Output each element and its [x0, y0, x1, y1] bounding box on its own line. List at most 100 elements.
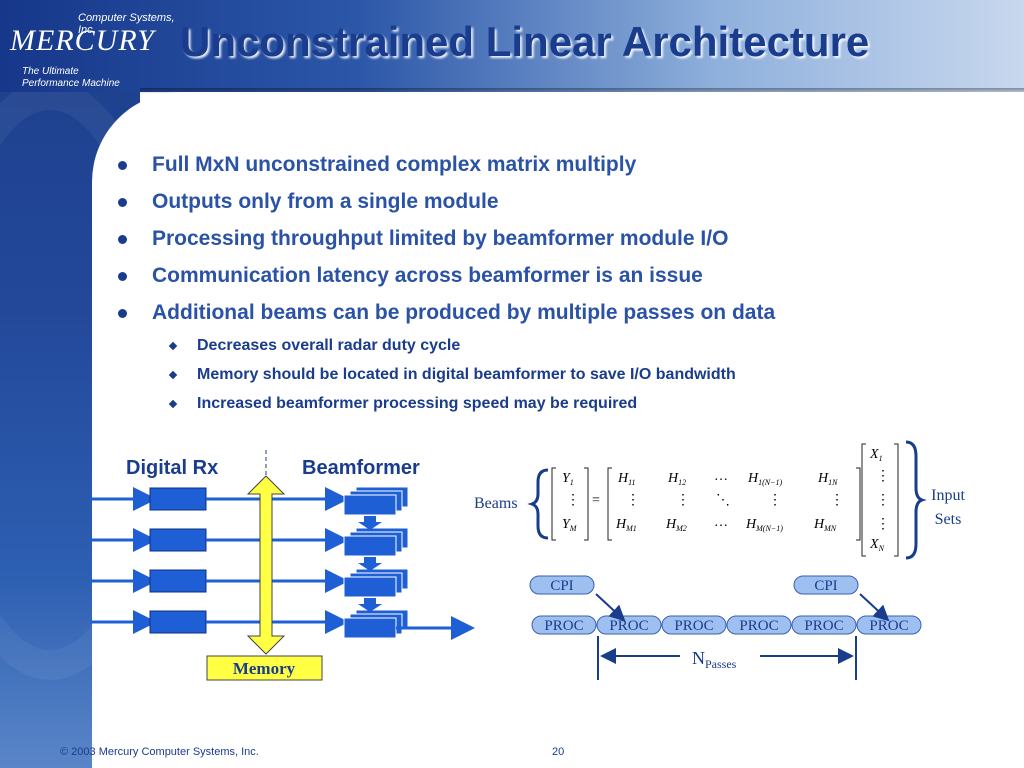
proc-layer: PROC PROC PROC PROC PROC PROC [531, 615, 922, 635]
bullet-item: Outputs only from a single module [110, 187, 990, 224]
diamond-bullet-icon [168, 399, 178, 409]
logo-company-text: Computer Systems, Inc. [78, 12, 175, 36]
bullet-text: Outputs only from a single module [152, 190, 499, 213]
input-label-line2: Sets [935, 511, 962, 528]
vdots: ⋮ [768, 493, 782, 508]
slide-title: Unconstrained Linear Architecture [180, 18, 870, 65]
left-brace [527, 468, 549, 540]
banner-shadow [140, 88, 1024, 94]
h11: H11 [617, 471, 636, 487]
beamformer-module [343, 486, 409, 516]
footer-copyright: © 2003 Mercury Computer Systems, Inc. [60, 746, 259, 758]
hmn: HMN [813, 517, 837, 533]
cpi-arrow [859, 593, 890, 622]
proc-label: PROC [739, 618, 778, 634]
hm1: HM1 [615, 517, 637, 533]
logo-tagline-line2: Performance Machine [22, 78, 120, 89]
architecture-diagram: Digital Rx Beamformer [90, 450, 475, 681]
hdots: … [714, 469, 728, 484]
bullet-item: Processing throughput limited by beamfor… [110, 224, 990, 261]
proc-label: PROC [674, 618, 713, 634]
memory-bus-arrow [246, 475, 286, 655]
bullet-item: Additional beams can be produced by mult… [110, 298, 990, 335]
beamformer-module [343, 527, 409, 557]
y-bottom: YM [562, 517, 578, 533]
bullet-text: Full MxN unconstrained complex matrix mu… [152, 153, 637, 176]
bullet-dot-icon [118, 309, 127, 318]
memory-label: Memory [233, 659, 296, 678]
hm2: HM2 [665, 517, 687, 533]
bullet-item: Communication latency across beamformer … [110, 261, 990, 298]
sub-bullet-item: Decreases overall radar duty cycle [110, 335, 990, 364]
sub-bullet-text: Decreases overall radar duty cycle [197, 337, 461, 354]
rx-channel [90, 528, 349, 552]
down-arrow-icon [358, 557, 382, 571]
vdots: ⋮ [876, 493, 890, 508]
beams-label: Beams [474, 495, 518, 512]
digital-rx-label: Digital Rx [126, 457, 218, 479]
h1n1: H1(N−1) [747, 471, 783, 487]
cpi-box: CPI [529, 575, 595, 595]
bullet-list: Full MxN unconstrained complex matrix mu… [110, 150, 990, 422]
vdots: ⋮ [676, 493, 690, 508]
vdots: ⋮ [876, 469, 890, 484]
down-arrow-icon [358, 598, 382, 612]
bullet-text: Additional beams can be produced by mult… [152, 301, 776, 324]
bullet-text: Processing throughput limited by beamfor… [152, 227, 729, 250]
ddots: ⋱ [716, 493, 730, 508]
h12: H12 [667, 471, 686, 487]
y-top: Y1 [562, 471, 574, 487]
vdots: ⋮ [626, 493, 640, 508]
proc-label: PROC [609, 618, 648, 634]
content-area [92, 92, 1024, 768]
proc-box: PROC [791, 615, 857, 635]
cpi-arrow [595, 593, 626, 622]
proc-label: PROC [544, 618, 583, 634]
footer-page-number: 20 [552, 746, 565, 758]
rx-channel [90, 610, 349, 634]
cpi-label: CPI [550, 578, 573, 594]
down-arrow-icon [358, 516, 382, 530]
matrix-diagram: Beams Y1 ⋮ YM = H11 H12 … H1(N−1) H1N ⋮ … [474, 440, 965, 680]
rx-box [149, 487, 207, 511]
bullet-dot-icon [118, 235, 127, 244]
rx-box [149, 528, 207, 552]
hmn1: HM(N−1) [745, 517, 783, 533]
vdots: ⋮ [566, 493, 580, 508]
mercury-logo: Computer Systems, Inc. MERCURY The Ultim… [6, 8, 186, 89]
bullet-dot-icon [118, 198, 127, 207]
beamformer-module [343, 568, 409, 598]
hdots: … [714, 515, 728, 530]
npasses-label: NPasses [692, 648, 737, 671]
top-decorative-banner [0, 0, 1024, 94]
beamformer-module [343, 609, 409, 639]
memory-box [206, 655, 323, 681]
bullet-dot-icon [118, 272, 127, 281]
input-label-line1: Input [931, 487, 965, 504]
rx-channel [90, 487, 349, 511]
bullet-text: Communication latency across beamformer … [152, 264, 703, 287]
logo-brand-text: MERCURY [10, 24, 155, 57]
vdots: ⋮ [830, 493, 844, 508]
diamond-bullet-icon [168, 341, 178, 351]
diamond-bullet-icon [168, 370, 178, 380]
cpi-box: CPI [793, 575, 859, 595]
rx-box [149, 610, 207, 634]
rx-channel [90, 569, 349, 593]
proc-box: PROC [531, 615, 597, 635]
proc-label: PROC [869, 618, 908, 634]
right-brace [905, 440, 927, 560]
sub-bullet-text: Increased beamformer processing speed ma… [197, 395, 638, 412]
vdots: ⋮ [876, 517, 890, 532]
proc-box: PROC [726, 615, 792, 635]
sub-bullet-item: Increased beamformer processing speed ma… [110, 393, 990, 422]
h1n: H1N [817, 471, 838, 487]
sub-bullet-text: Memory should be located in digital beam… [197, 366, 736, 383]
equals-sign: = [592, 493, 600, 508]
x-top: X1 [869, 447, 883, 463]
sub-bullet-item: Memory should be located in digital beam… [110, 364, 990, 393]
x-bottom: XN [869, 537, 885, 553]
rx-box [149, 569, 207, 593]
proc-box: PROC [661, 615, 727, 635]
cpi-layer: CPI CPI [529, 575, 859, 595]
